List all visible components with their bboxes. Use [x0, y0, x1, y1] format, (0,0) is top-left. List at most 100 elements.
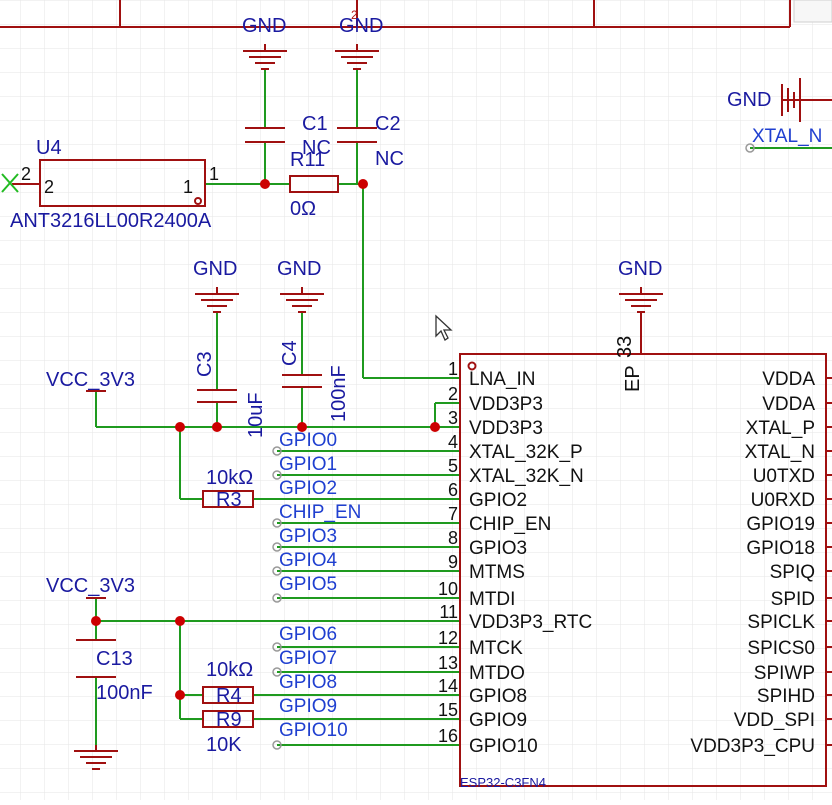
- no-connect-marker: [1, 173, 19, 193]
- gnd-label-xtal: GND: [727, 89, 771, 111]
- net-label-gpio2[interactable]: GPIO2: [279, 478, 337, 499]
- ic-pin-name-13: MTDO: [469, 663, 525, 684]
- vcc-label-top: VCC_3V3: [46, 369, 135, 391]
- u4-ref: U4: [36, 137, 62, 159]
- r9-value: 10K: [206, 734, 242, 756]
- net-endpoints: [272, 143, 755, 750]
- top-marker-text: 2: [351, 8, 358, 22]
- resistor-r11: [289, 175, 339, 193]
- gnd-symbol-c4: [280, 287, 324, 313]
- ic-right-pin-name: XTAL_N: [745, 442, 815, 463]
- ic-right-pin-name: GPIO19: [746, 514, 815, 535]
- gnd-symbol-ep: [619, 287, 663, 354]
- ic-pin-name-2: VDD3P3: [469, 394, 543, 415]
- ic-pin-num-3: 3: [448, 408, 458, 428]
- ic-pin-num-12: 12: [438, 628, 458, 648]
- r9-ref: R9: [216, 709, 242, 731]
- gnd-label-c4: GND: [277, 258, 321, 280]
- ic-pin-num-2: 2: [448, 384, 458, 404]
- ic-pin-num-15: 15: [438, 700, 458, 720]
- net-label-gpio9[interactable]: GPIO9: [279, 696, 337, 717]
- ic-pin-name-10: MTDI: [469, 589, 515, 610]
- cap-c3: [197, 389, 237, 403]
- gnd-label-c3: GND: [193, 258, 237, 280]
- gnd-label-c1: GND: [242, 15, 286, 37]
- ic-pin-name-6: GPIO2: [469, 490, 527, 511]
- antenna-pin1-dot: [194, 197, 202, 205]
- net-label-gpio3[interactable]: GPIO3: [279, 526, 337, 547]
- ic-right-pins: VDDA VDDA XTAL_P XTAL_N U0TXD U0RXD GPIO19GPIO…: [690, 369, 815, 757]
- net-label-chip-en[interactable]: CHIP_EN: [279, 502, 361, 523]
- ic-right-pin-name: U0RXD: [751, 490, 815, 511]
- ic-pin-name-1: LNA_IN: [469, 369, 536, 390]
- r3-ref: R3: [216, 489, 242, 511]
- ic-right-pin-name: VDD3P3_CPU: [690, 736, 815, 757]
- ic-right-pin-name: SPICS0: [747, 638, 815, 659]
- ic-right-pin-name: SPIHD: [757, 686, 815, 707]
- gnd-label-c2: GND: [339, 15, 383, 37]
- net-label-gpio8[interactable]: GPIO8: [279, 672, 337, 693]
- ic-right-pin-name: VDD_SPI: [734, 710, 815, 731]
- ic-right-pin-name: VDDA: [762, 369, 815, 390]
- net-label-gpio6[interactable]: GPIO6: [279, 624, 337, 645]
- ic-pin-num-5: 5: [448, 456, 458, 476]
- mouse-cursor-icon: [435, 314, 453, 341]
- u4-pin-left-outer: 2: [21, 164, 31, 184]
- net-label-gpio0[interactable]: GPIO0: [279, 430, 337, 451]
- c2-ref: C2: [375, 113, 401, 135]
- net-label-gpio7[interactable]: GPIO7: [279, 648, 337, 669]
- cap-c13: [76, 639, 116, 678]
- ic-pin-name-14: GPIO8: [469, 686, 527, 707]
- ic-right-pin-name: SPIWP: [754, 663, 815, 684]
- net-labels: GPIO0 GPIO1 GPIO2 CHIP_EN GPIO3 GPIO4 GP…: [279, 430, 361, 741]
- ic-pin-name-3: VDD3P3: [469, 418, 543, 439]
- ic-pin-num-1: 1: [448, 359, 458, 379]
- c13-value: 100nF: [96, 682, 153, 704]
- net-label-gpio5[interactable]: GPIO5: [279, 574, 337, 595]
- ic-ep-num: 33: [614, 336, 636, 358]
- xtal-n-net-label: XTAL_N: [752, 126, 822, 147]
- c2-value: NC: [375, 148, 404, 170]
- ic-pin-num-16: 16: [438, 726, 458, 746]
- cap-c4: [282, 374, 322, 388]
- ic-pin-name-8: GPIO3: [469, 538, 527, 559]
- junctions: [91, 179, 440, 700]
- wires: [95, 70, 832, 746]
- ic-pin-name-16: GPIO10: [469, 736, 538, 757]
- ic-right-pin-name: VDDA: [762, 394, 815, 415]
- net-label-gpio1[interactable]: GPIO1: [279, 454, 337, 475]
- ic-pin-num-7: 7: [448, 504, 458, 524]
- c4-value: 100nF: [328, 365, 350, 422]
- c1-ref: C1: [302, 113, 328, 135]
- ic-pin-num-10: 10: [438, 579, 458, 599]
- ic-ep-label: EP: [622, 365, 644, 392]
- ic-pin-num-8: 8: [448, 528, 458, 548]
- ic-right-pin-name: U0TXD: [753, 466, 815, 487]
- r4-value: 10kΩ: [206, 659, 253, 681]
- ic-right-pin-name: GPIO18: [746, 538, 815, 559]
- gnd-symbol-c1: [243, 44, 287, 70]
- ic-right-pin-name: XTAL_P: [746, 418, 815, 439]
- r11-value: 0Ω: [290, 198, 316, 220]
- net-label-gpio4[interactable]: GPIO4: [279, 550, 338, 571]
- ic-right-pin-name: SPIQ: [770, 562, 815, 583]
- c13-ref: C13: [96, 648, 133, 670]
- resistor-r4: [202, 686, 254, 704]
- ic-right-pin-name: SPICLK: [747, 612, 815, 633]
- ic-pin-num-13: 13: [438, 653, 458, 673]
- ic-pin-name-11: VDD3P3_RTC: [469, 612, 592, 633]
- c3-value: 10uF: [245, 392, 267, 438]
- ic-pin-num-4: 4: [448, 432, 458, 452]
- cap-c1: [245, 127, 285, 143]
- net-label-gpio10[interactable]: GPIO10: [279, 720, 348, 741]
- gnd-symbol-xtal: [781, 78, 832, 122]
- u4-pin-right-inner: 1: [183, 177, 193, 197]
- ic-right-pin-name: SPID: [771, 589, 815, 610]
- ic-pin1-dot: [467, 361, 477, 371]
- resistor-r9: [202, 710, 254, 728]
- ic-pin-name-7: CHIP_EN: [469, 514, 551, 535]
- gnd-symbol-c2: [335, 44, 379, 70]
- ic-pin-name-15: GPIO9: [469, 710, 527, 731]
